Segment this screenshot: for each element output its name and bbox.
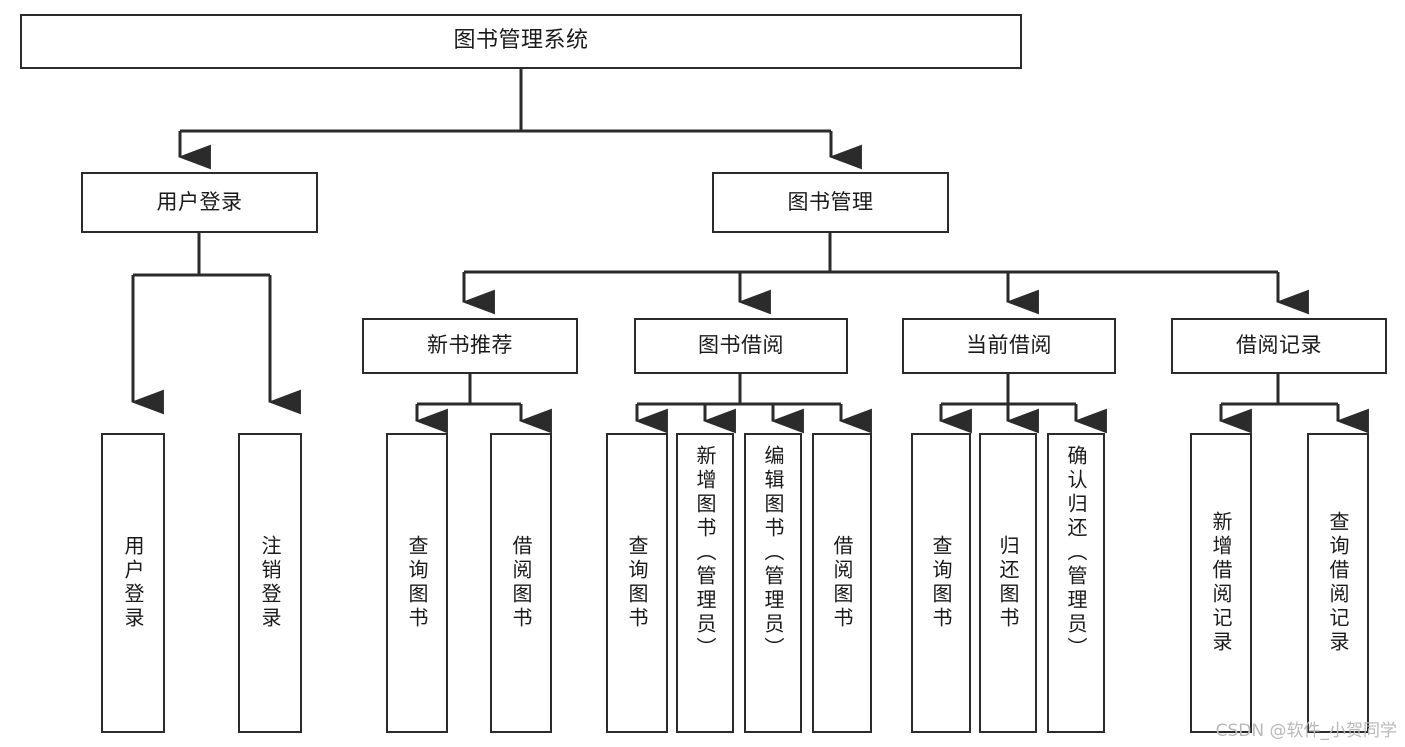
node-root-library-management-system[interactable]: 图书管理系统 xyxy=(20,14,1022,69)
node-label: 图书借阅 xyxy=(698,333,784,358)
leaf-confirm-return-admin[interactable]: 确认归还（管理员） xyxy=(1047,433,1105,733)
node-label: 查询借阅记录 xyxy=(1326,511,1350,655)
node-label: 借阅图书 xyxy=(509,535,533,631)
leaf-query-book-current[interactable]: 查询图书 xyxy=(911,433,971,733)
node-current-borrowing[interactable]: 当前借阅 xyxy=(902,318,1116,374)
leaf-add-book-admin[interactable]: 新增图书（管理员） xyxy=(676,433,734,733)
node-label: 编辑图书（管理员） xyxy=(761,445,785,661)
node-label: 确认归还（管理员） xyxy=(1064,445,1088,661)
leaf-query-book-borrowing[interactable]: 查询图书 xyxy=(606,433,668,733)
leaf-edit-book-admin[interactable]: 编辑图书（管理员） xyxy=(744,433,802,733)
node-book-management[interactable]: 图书管理 xyxy=(712,172,949,233)
node-label: 当前借阅 xyxy=(966,333,1052,358)
node-label: 新书推荐 xyxy=(427,333,513,358)
csdn-watermark: CSDN @软件_小贺同学 xyxy=(1215,721,1397,741)
node-label: 图书管理 xyxy=(787,189,874,214)
node-book-borrowing[interactable]: 图书借阅 xyxy=(634,318,848,374)
node-label: 注销登录 xyxy=(258,535,282,631)
node-label: 新增借阅记录 xyxy=(1209,511,1233,655)
node-borrowing-records[interactable]: 借阅记录 xyxy=(1171,318,1387,374)
node-label: 查询图书 xyxy=(625,535,649,631)
node-label: 图书管理系统 xyxy=(453,28,589,54)
node-label: 用户登录 xyxy=(156,189,243,214)
node-label: 新增图书（管理员） xyxy=(693,445,717,661)
leaf-return-book[interactable]: 归还图书 xyxy=(979,433,1037,733)
node-label: 查询图书 xyxy=(405,535,429,631)
node-user-login[interactable]: 用户登录 xyxy=(81,172,318,233)
leaf-query-book-new-rec[interactable]: 查询图书 xyxy=(386,433,448,733)
leaf-logout[interactable]: 注销登录 xyxy=(238,433,302,733)
node-label: 归还图书 xyxy=(996,535,1020,631)
leaf-user-login[interactable]: 用户登录 xyxy=(101,433,165,733)
leaf-add-borrow-record[interactable]: 新增借阅记录 xyxy=(1190,433,1252,733)
node-label: 查询图书 xyxy=(929,535,953,631)
leaf-borrow-book-borrowing[interactable]: 借阅图书 xyxy=(812,433,872,733)
node-label: 借阅记录 xyxy=(1236,333,1322,358)
leaf-borrow-book-new-rec[interactable]: 借阅图书 xyxy=(490,433,552,733)
node-label: 用户登录 xyxy=(121,535,145,631)
node-label: 借阅图书 xyxy=(830,535,854,631)
node-new-book-recommendation[interactable]: 新书推荐 xyxy=(362,318,578,374)
leaf-query-borrow-record[interactable]: 查询借阅记录 xyxy=(1307,433,1369,733)
